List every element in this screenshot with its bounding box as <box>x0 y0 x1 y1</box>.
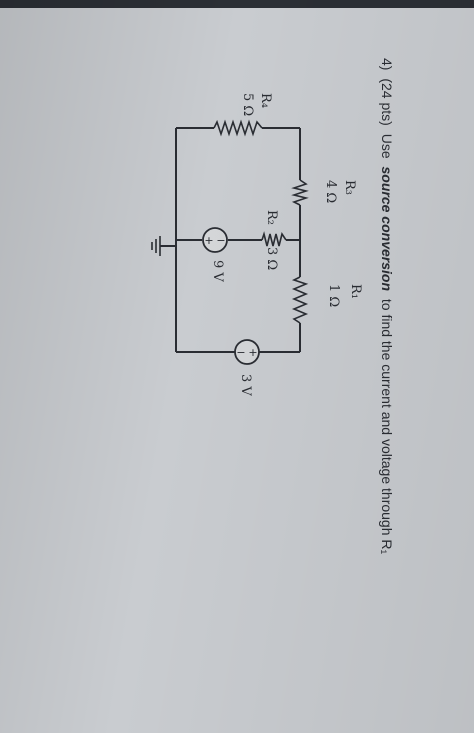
source-circle-left <box>202 227 228 253</box>
problem-text-after: to find the current and voltage through … <box>379 299 395 555</box>
source-circle-right <box>234 339 260 365</box>
resistor-r4 <box>213 119 263 137</box>
resistor-r2 <box>261 231 287 247</box>
r3-value: 4 Ω <box>323 180 338 203</box>
photo-top-edge <box>0 0 474 8</box>
problem-text-before: Use <box>379 134 395 159</box>
source-right-minus: − <box>236 346 245 359</box>
r2-value: 3 Ω <box>264 247 279 270</box>
source-right-plus: + <box>248 346 257 359</box>
source-left-label: 9 V <box>210 260 225 282</box>
resistor-r1 <box>291 276 309 324</box>
r4-name: R₄ <box>258 93 273 108</box>
problem-number: 4) <box>379 58 395 70</box>
r4-value: 5 Ω <box>240 93 255 116</box>
source-left-minus: − <box>216 234 225 247</box>
voltage-source-9v: + − <box>202 227 228 253</box>
r2-name: R₂ <box>264 210 279 225</box>
voltage-source-3v: + − <box>234 339 260 365</box>
r3-name: R₃ <box>342 180 357 195</box>
problem-emphasis: source conversion <box>379 167 395 292</box>
ground-icon <box>151 236 161 256</box>
resistor-r3 <box>291 179 309 206</box>
problem-statement: 4) (24 pts) Use source conversion to fin… <box>379 58 395 554</box>
r1-value: 1 Ω <box>326 284 341 307</box>
source-right-label: 3 V <box>238 374 253 396</box>
r1-name: R₁ <box>348 284 363 299</box>
problem-points: (24 pts) <box>379 78 395 125</box>
source-left-plus: + <box>204 234 213 247</box>
